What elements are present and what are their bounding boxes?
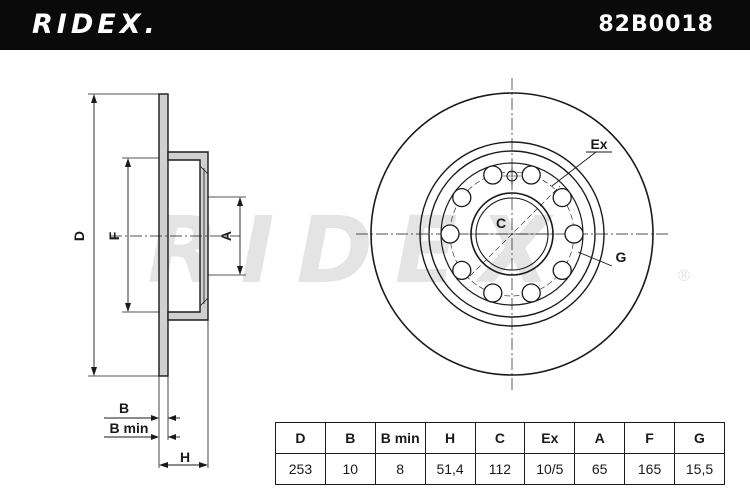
spec-header-b: B [324, 422, 376, 454]
label-g: G [616, 249, 627, 265]
spec-value-h: 51,4 [424, 453, 476, 485]
spec-header-h: H [424, 422, 476, 454]
spec-value-d: 253 [275, 453, 326, 485]
label-d: D [71, 231, 87, 241]
label-a: A [218, 231, 234, 241]
bolt-hole [552, 187, 572, 208]
spec-table-header-row: D B B min H C Ex A F G [275, 422, 725, 454]
spec-header-g: G [674, 422, 725, 454]
label-f: F [106, 231, 122, 240]
front-view [356, 78, 668, 390]
g-leader-line [577, 251, 613, 267]
spec-value-c: 112 [474, 453, 526, 485]
spec-value-f: 165 [624, 453, 675, 485]
bolt-hole [564, 224, 584, 244]
bolt-hole [440, 224, 460, 244]
spec-table-value-row: 253 10 8 51,4 112 10/5 65 165 15,5 [275, 453, 725, 485]
bolt-hole [552, 260, 572, 281]
bolt-hole [483, 165, 503, 185]
bolt-hole [452, 260, 472, 281]
brand-logo: RIDEX. [32, 9, 159, 40]
spec-value-g: 15,5 [674, 453, 725, 485]
spec-table: D B B min H C Ex A F G 253 10 8 51,4 112… [275, 422, 725, 485]
ex-leader-line [551, 151, 597, 187]
spec-header-d: D [275, 422, 326, 454]
spec-value-a: 65 [574, 453, 626, 485]
label-ex: Ex [590, 136, 607, 152]
bolt-hole [521, 283, 541, 303]
technical-drawing: RIDEX ® [71, 78, 692, 468]
label-c: C [496, 215, 506, 231]
bolt-hole [521, 165, 541, 185]
spec-header-ex: Ex [524, 422, 576, 454]
watermark-logo: RIDEX [147, 197, 572, 304]
watermark-registered-mark: ® [676, 266, 692, 285]
side-view [88, 93, 246, 468]
spec-value-b-min: 8 [374, 453, 426, 485]
bolt-hole [452, 187, 472, 208]
spec-header-b-min: B min [374, 422, 426, 454]
disc-section-shape [158, 93, 169, 377]
spec-header-c: C [474, 422, 526, 454]
label-b-min: B min [110, 420, 149, 436]
spec-header-f: F [624, 422, 675, 454]
bolt-hole [483, 283, 503, 303]
part-number: 82B0018 [598, 12, 714, 37]
spec-header-a: A [574, 422, 626, 454]
label-h: H [180, 449, 190, 465]
header-bar: RIDEX. 82B0018 [0, 0, 750, 50]
bolt-holes [440, 165, 584, 303]
spec-value-b: 10 [324, 453, 376, 485]
label-b: B [119, 400, 129, 416]
spec-value-ex: 10/5 [524, 453, 576, 485]
hat-outer-edge [428, 150, 596, 318]
